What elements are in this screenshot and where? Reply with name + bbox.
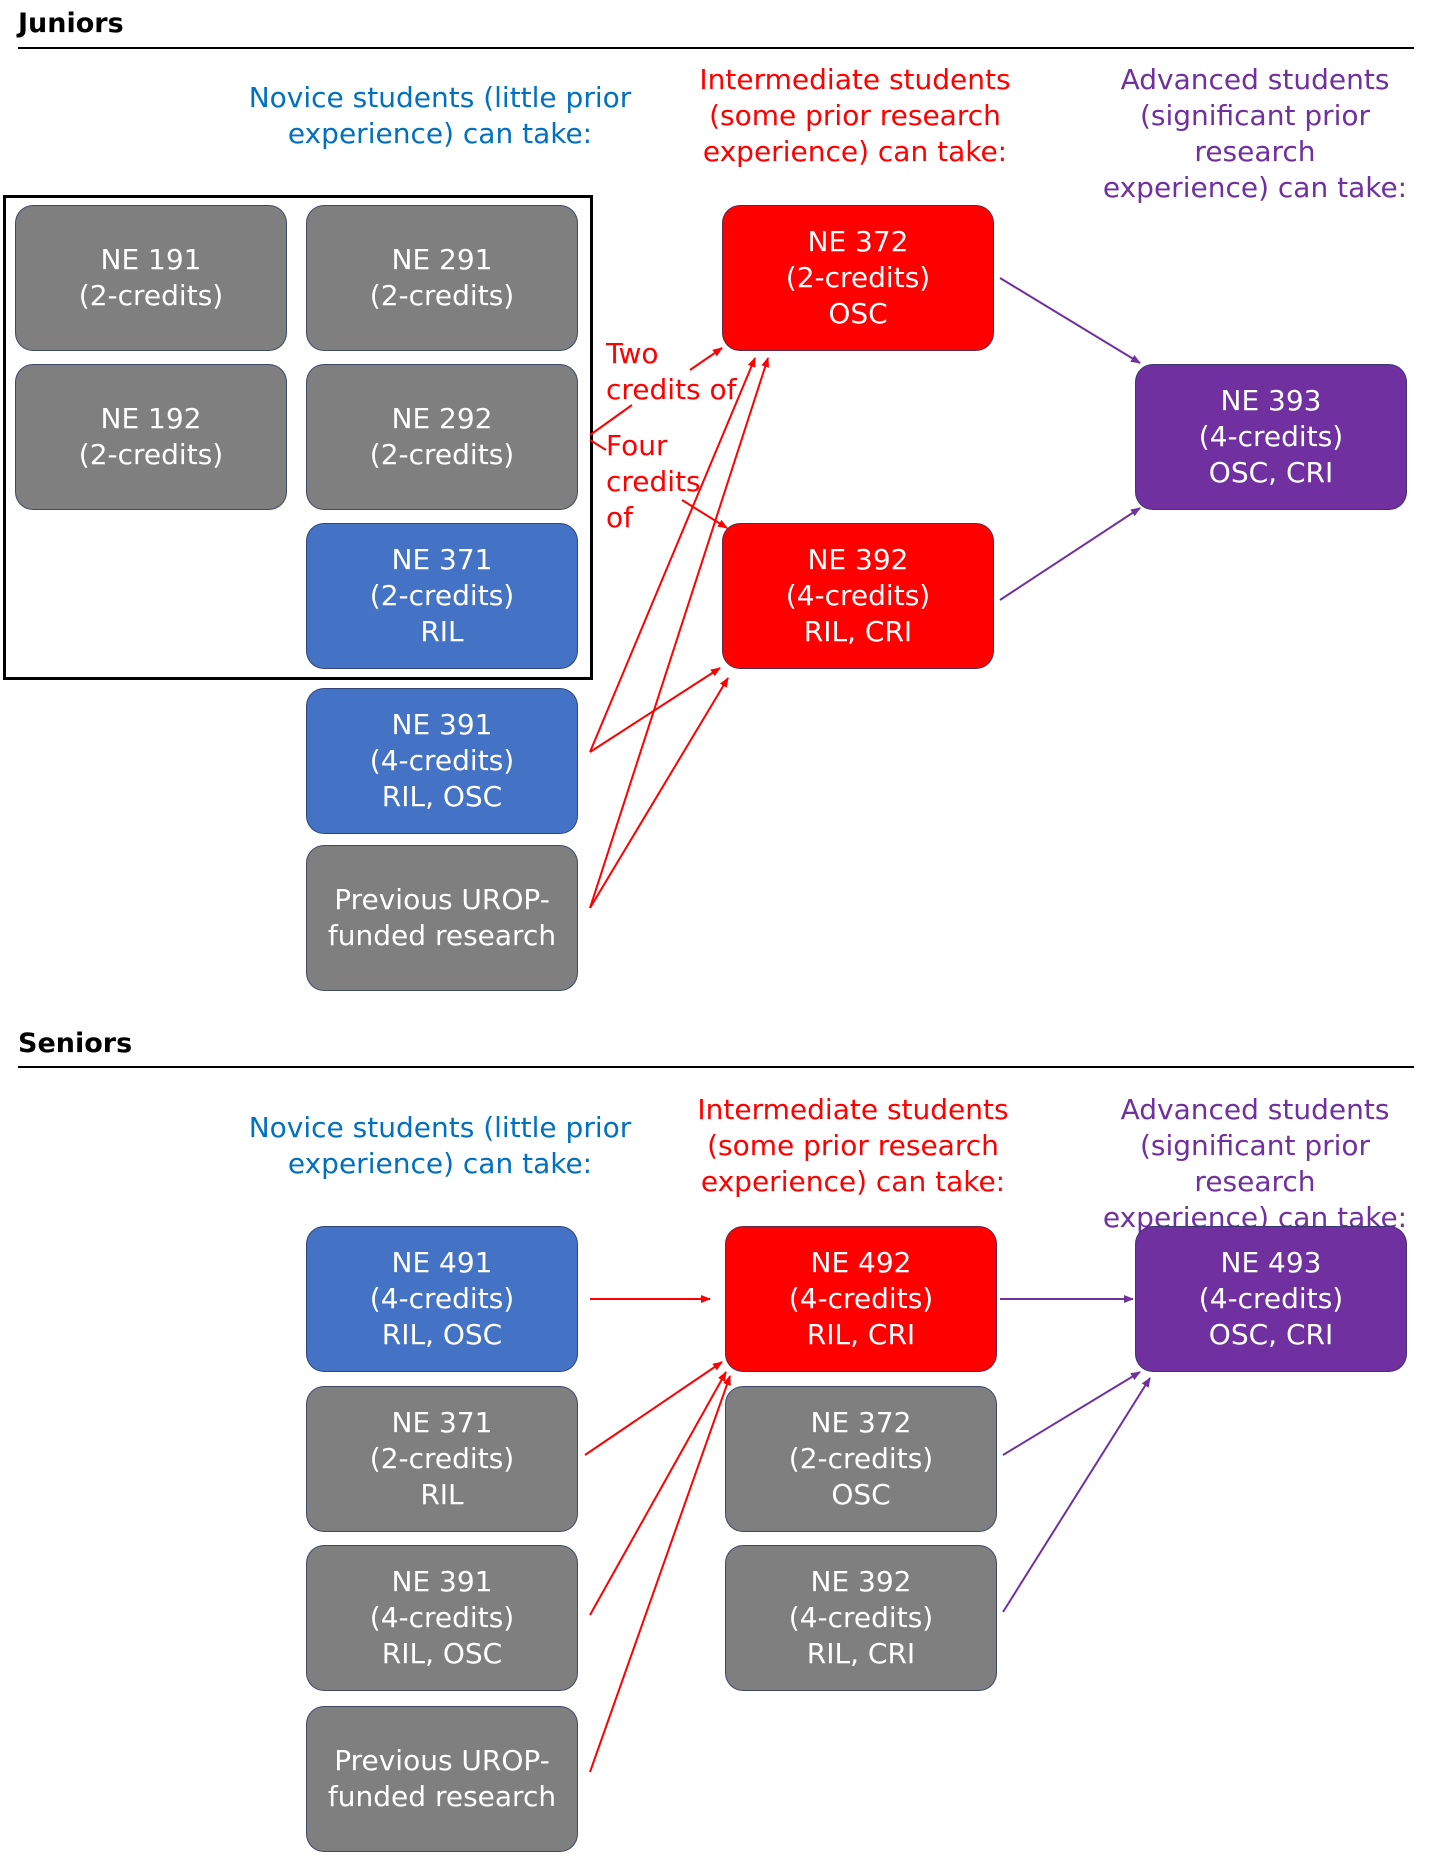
juniors-box-urop: Previous UROP- funded research <box>306 845 578 991</box>
juniors-box-ne192: NE 192 (2-credits) <box>15 364 287 510</box>
seniors-box-ne491: NE 491 (4-credits) RIL, OSC <box>306 1226 578 1372</box>
juniors-arrow-ne391-to-ne372 <box>589 357 756 753</box>
seniors-title: Seniors <box>18 1028 133 1059</box>
seniors-box-ne492: NE 492 (4-credits) RIL, CRI <box>725 1226 997 1372</box>
juniors-box-ne393: NE 393 (4-credits) OSC, CRI <box>1135 364 1407 510</box>
juniors-note-four-credits: Four credits of <box>606 429 701 534</box>
juniors-arrow-ne372-to-ne393 <box>999 277 1141 364</box>
seniors-box-ne493: NE 493 (4-credits) OSC, CRI <box>1135 1226 1407 1372</box>
seniors-arrow-ne372-to-ne493 <box>1002 1371 1141 1456</box>
juniors-box-ne371: NE 371 (2-credits) RIL <box>306 523 578 669</box>
seniors-box-urop: Previous UROP- funded research <box>306 1706 578 1852</box>
seniors-box-ne392: NE 392 (4-credits) RIL, CRI <box>725 1545 997 1691</box>
seniors-box-ne371: NE 371 (2-credits) RIL <box>306 1386 578 1532</box>
juniors-box-ne391: NE 391 (4-credits) RIL, OSC <box>306 688 578 834</box>
juniors-bracket-two-credits <box>589 404 633 436</box>
seniors-divider <box>18 1066 1414 1068</box>
seniors-arrow-ne392-to-ne493 <box>1002 1377 1151 1613</box>
juniors-arrow-two-credits-to-ne372 <box>689 347 723 371</box>
juniors-divider <box>18 47 1414 49</box>
juniors-novice-group-frame <box>3 195 593 680</box>
juniors-box-ne291: NE 291 (2-credits) <box>306 205 578 351</box>
juniors-arrow-urop-to-ne372 <box>589 357 770 909</box>
juniors-box-ne372: NE 372 (2-credits) OSC <box>722 205 994 351</box>
juniors-novice-header: Novice students (little prior experience… <box>248 81 632 150</box>
juniors-bracket-four-credits <box>589 439 607 451</box>
juniors-note-two-credits: Two credits of <box>606 337 737 406</box>
juniors-arrow-urop-to-ne392 <box>589 677 729 909</box>
juniors-intermediate-header: Intermediate students (some prior resear… <box>699 63 1011 168</box>
juniors-arrow-four-credits-to-ne392 <box>681 499 728 529</box>
juniors-arrow-ne392-to-ne393 <box>999 507 1141 601</box>
seniors-box-ne372: NE 372 (2-credits) OSC <box>725 1386 997 1532</box>
seniors-box-ne391: NE 391 (4-credits) RIL, OSC <box>306 1545 578 1691</box>
juniors-box-ne392: NE 392 (4-credits) RIL, CRI <box>722 523 994 669</box>
juniors-advanced-header: Advanced students (significant prior res… <box>1102 63 1408 204</box>
juniors-title: Juniors <box>18 8 124 39</box>
juniors-box-ne292: NE 292 (2-credits) <box>306 364 578 510</box>
seniors-intermediate-header: Intermediate students (some prior resear… <box>697 1093 1009 1198</box>
seniors-arrow-urop-to-ne492 <box>589 1375 731 1773</box>
seniors-arrow-ne391-to-ne492 <box>589 1371 727 1616</box>
juniors-box-ne191: NE 191 (2-credits) <box>15 205 287 351</box>
seniors-arrow-ne371-to-ne492 <box>584 1361 723 1456</box>
seniors-novice-header: Novice students (little prior experience… <box>248 1111 632 1180</box>
